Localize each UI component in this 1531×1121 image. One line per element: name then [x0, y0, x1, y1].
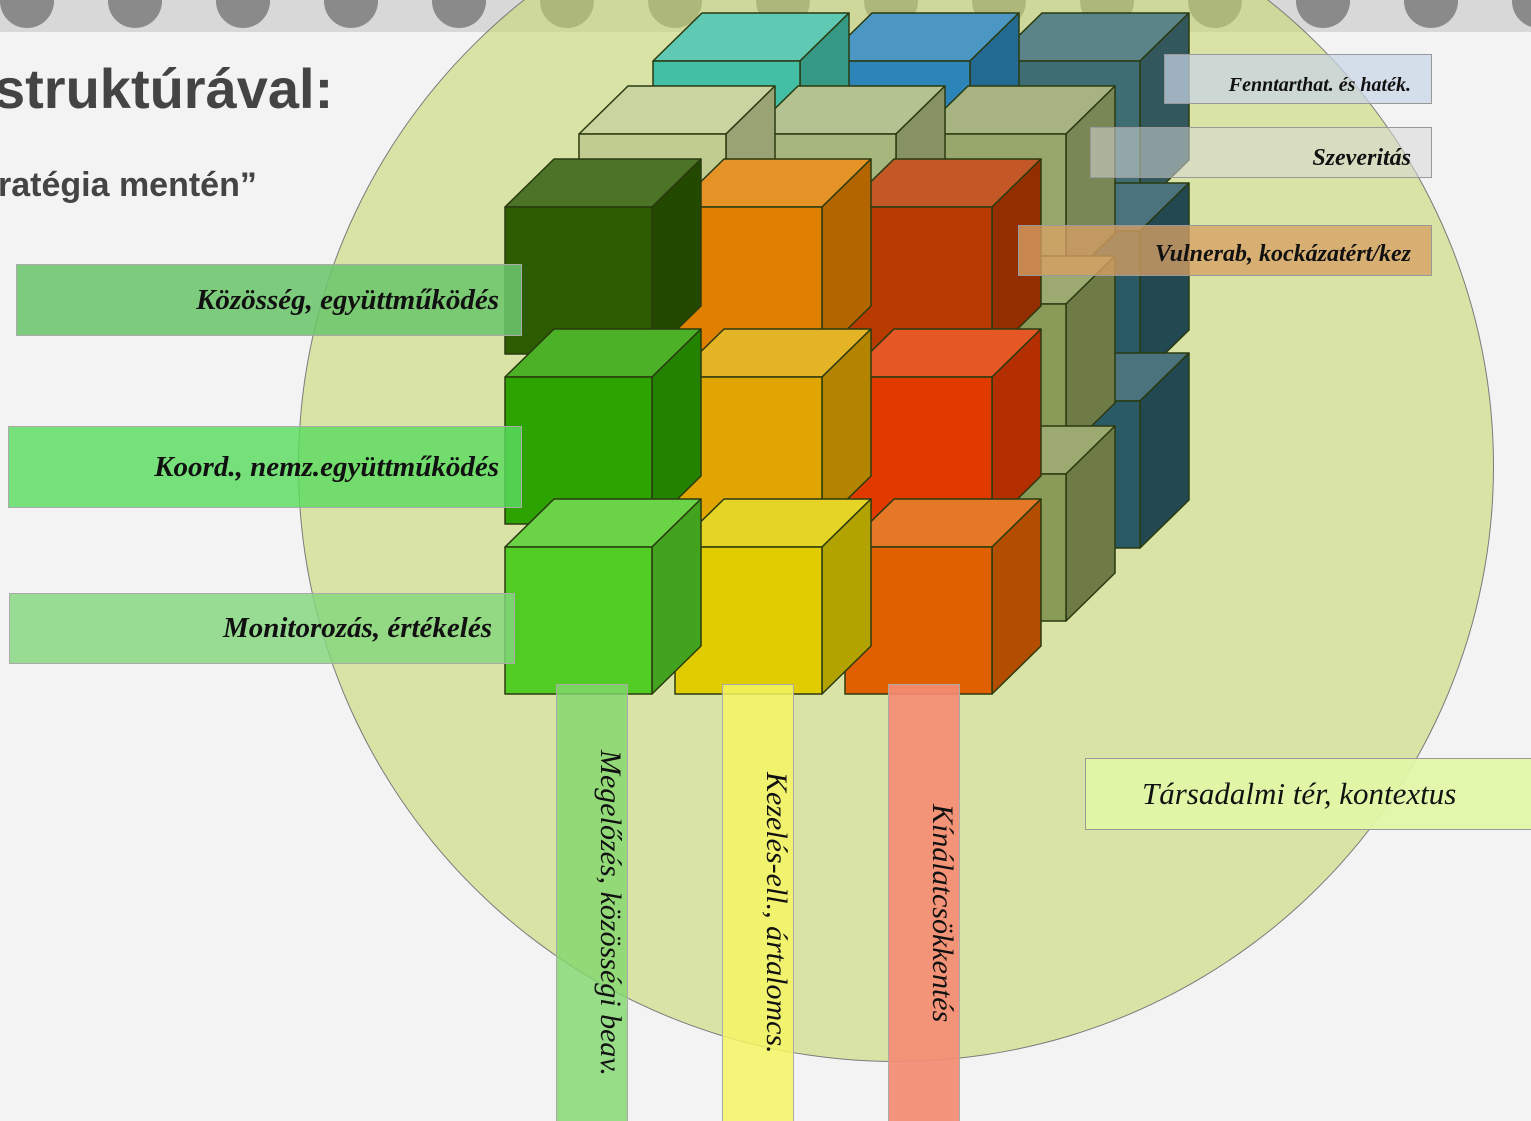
column-label-text: Megelőzés, közösségi beav. [594, 749, 627, 1076]
column-label-treatment: Kezelés-ell., ártalomcs. [722, 684, 794, 1121]
column-label-text: Kínálatcsökkentés [926, 803, 959, 1023]
row-label-community: Közösség, együttműködés [16, 264, 522, 336]
context-label-text: Társadalmi tér, kontextus [1142, 776, 1457, 811]
column-label-text: Kezelés-ell., ártalomcs. [760, 772, 793, 1054]
column-label-supply-reduction: Kínálatcsökkentés [888, 684, 960, 1121]
depth-label-text: Fenntarthat. és haték. [1228, 74, 1411, 96]
context-label: Társadalmi tér, kontextus [1085, 758, 1531, 830]
cube-block-d0-r2-c0-front-face [504, 546, 653, 695]
row-label-text: Monitorozás, értékelés [222, 612, 492, 644]
slide-title: struktúrával: [0, 57, 334, 120]
column-label-prevention: Megelőzés, közösségi beav. [556, 684, 628, 1121]
depth-label-text: Vulnerab, kockázatért/kez [1154, 241, 1411, 267]
depth-label-vulnerability: Vulnerab, kockázatért/kez [1018, 225, 1432, 276]
depth-label-text: Szeveritás [1312, 145, 1411, 171]
row-label-coordination: Koord., nemz.együttműködés [8, 426, 522, 508]
depth-label-severity: Szeveritás [1090, 127, 1432, 178]
row-label-text: Koord., nemz.együttműködés [154, 450, 499, 483]
row-label-text: Közösség, együttműködés [196, 283, 499, 316]
slide-subtitle: ratégia mentén” [0, 166, 257, 204]
depth-label-sustainability: Fenntarthat. és haték. [1164, 54, 1432, 104]
row-label-monitoring: Monitorozás, értékelés [9, 593, 515, 664]
